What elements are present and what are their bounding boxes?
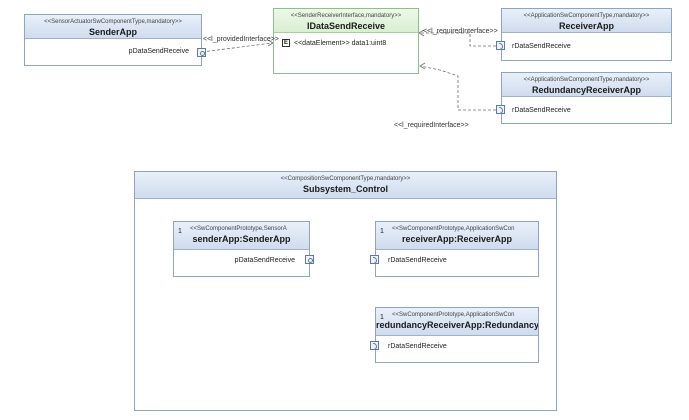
receiver-app-required-port[interactable] [496,41,505,50]
redundancy-receiver-app-prototype-title: redundancyReceiverApp:Redundancy [376,320,538,330]
interface-box[interactable]: <<SenderReceiverInterface,mandatory>> ID… [273,8,419,74]
receiver-app-prototype-port-label: rDataSendReceive [388,257,447,264]
sender-app-prototype[interactable]: 1 <<SwComponentPrototype,SensorA pDataSe… [173,221,310,277]
redundancy-receiver-app-prototype-header: 1 <<SwComponentPrototype,ApplicationSwCo… [376,308,538,336]
redundancy-receiver-app-header: <<ApplicationSwComponentType,mandatory>>… [502,73,671,97]
receiver-app-prototype-multiplicity: 1 [380,228,384,235]
composition-component[interactable]: <<CompositionSwComponentType,mandatory>>… [134,171,557,411]
sender-app-provided-port[interactable] [197,48,206,57]
interface-stereotype: <<SenderReceiverInterface,mandatory>> [290,13,402,19]
redundancy-receiver-app-prototype-multiplicity: 1 [380,314,384,321]
sender-app-port-label: pDataSendReceive [128,48,189,55]
sender-app-header: <<SensorActuatorSwComponentType,mandator… [25,15,201,39]
provided-interface-edge [201,42,273,53]
sender-app-prototype-stereotype: <<SwComponentPrototype,SensorA [190,226,287,232]
redundancy-receiver-app-prototype-required-port[interactable] [370,341,379,350]
sender-app-prototype-header: 1 <<SwComponentPrototype,SensorA pDataSe… [174,222,309,250]
interface-name: IDataSendReceive [306,21,386,31]
redundancy-receiver-app-port-label: rDataSendReceive [512,107,571,114]
composition-stereotype: <<CompositionSwComponentType,mandatory>> [280,176,411,182]
composition-header: <<CompositionSwComponentType,mandatory>>… [135,172,556,199]
interface-data-element: <<dataElement>> data1:uint8 [294,40,387,47]
sender-app-prototype-port-label: pDataSendReceive [234,257,295,264]
required-interface-edge-1 [419,32,496,47]
receiver-app-component[interactable]: <<ApplicationSwComponentType,mandatory>>… [501,8,672,61]
receiver-app-header: <<ApplicationSwComponentType,mandatory>>… [502,9,671,33]
redundancy-receiver-app-component[interactable]: <<ApplicationSwComponentType,mandatory>>… [501,72,672,124]
composition-name: Subsystem_Control [302,184,389,194]
required-interface-edge-2 [419,65,496,111]
sender-app-component[interactable]: <<SensorActuatorSwComponentType,mandator… [24,14,202,66]
redundancy-receiver-app-prototype-port-label: rDataSendReceive [388,343,447,350]
required-interface-label-1: <<l_requiredInterface>> [423,28,498,35]
receiver-app-name: ReceiverApp [558,21,615,31]
redundancy-receiver-app-stereotype: <<ApplicationSwComponentType,mandatory>> [523,77,650,83]
sender-app-prototype-multiplicity: 1 [178,228,182,235]
redundancy-receiver-app-required-port[interactable] [496,105,505,114]
receiver-app-prototype-header: 1 <<SwComponentPrototype,ApplicationSwCo… [376,222,538,250]
required-interface-label-2: <<l_requiredInterface>> [394,122,469,129]
sender-app-prototype-provided-port[interactable] [305,255,314,264]
sender-app-stereotype: <<SensorActuatorSwComponentType,mandator… [44,19,182,25]
sender-app-prototype-title: senderApp:SenderApp [192,234,291,244]
receiver-app-stereotype: <<ApplicationSwComponentType,mandatory>> [523,13,650,19]
sender-app-name: SenderApp [88,27,137,37]
receiver-app-port-label: rDataSendReceive [512,43,571,50]
receiver-app-prototype[interactable]: 1 <<SwComponentPrototype,ApplicationSwCo… [375,221,539,277]
redundancy-receiver-app-prototype[interactable]: 1 <<SwComponentPrototype,ApplicationSwCo… [375,307,539,363]
redundancy-receiver-app-prototype-stereotype: <<SwComponentPrototype,ApplicationSwCon [392,312,515,318]
receiver-app-prototype-required-port[interactable] [370,255,379,264]
provided-interface-label: <<l_providedInterface>> [203,36,279,43]
redundancy-receiver-app-name: RedundancyReceiverApp [531,85,642,95]
receiver-app-prototype-title: receiverApp:ReceiverApp [401,234,513,244]
data-element-icon: E [282,39,290,47]
receiver-app-prototype-stereotype: <<SwComponentPrototype,ApplicationSwCon [392,226,515,232]
interface-header: <<SenderReceiverInterface,mandatory>> ID… [274,9,418,33]
